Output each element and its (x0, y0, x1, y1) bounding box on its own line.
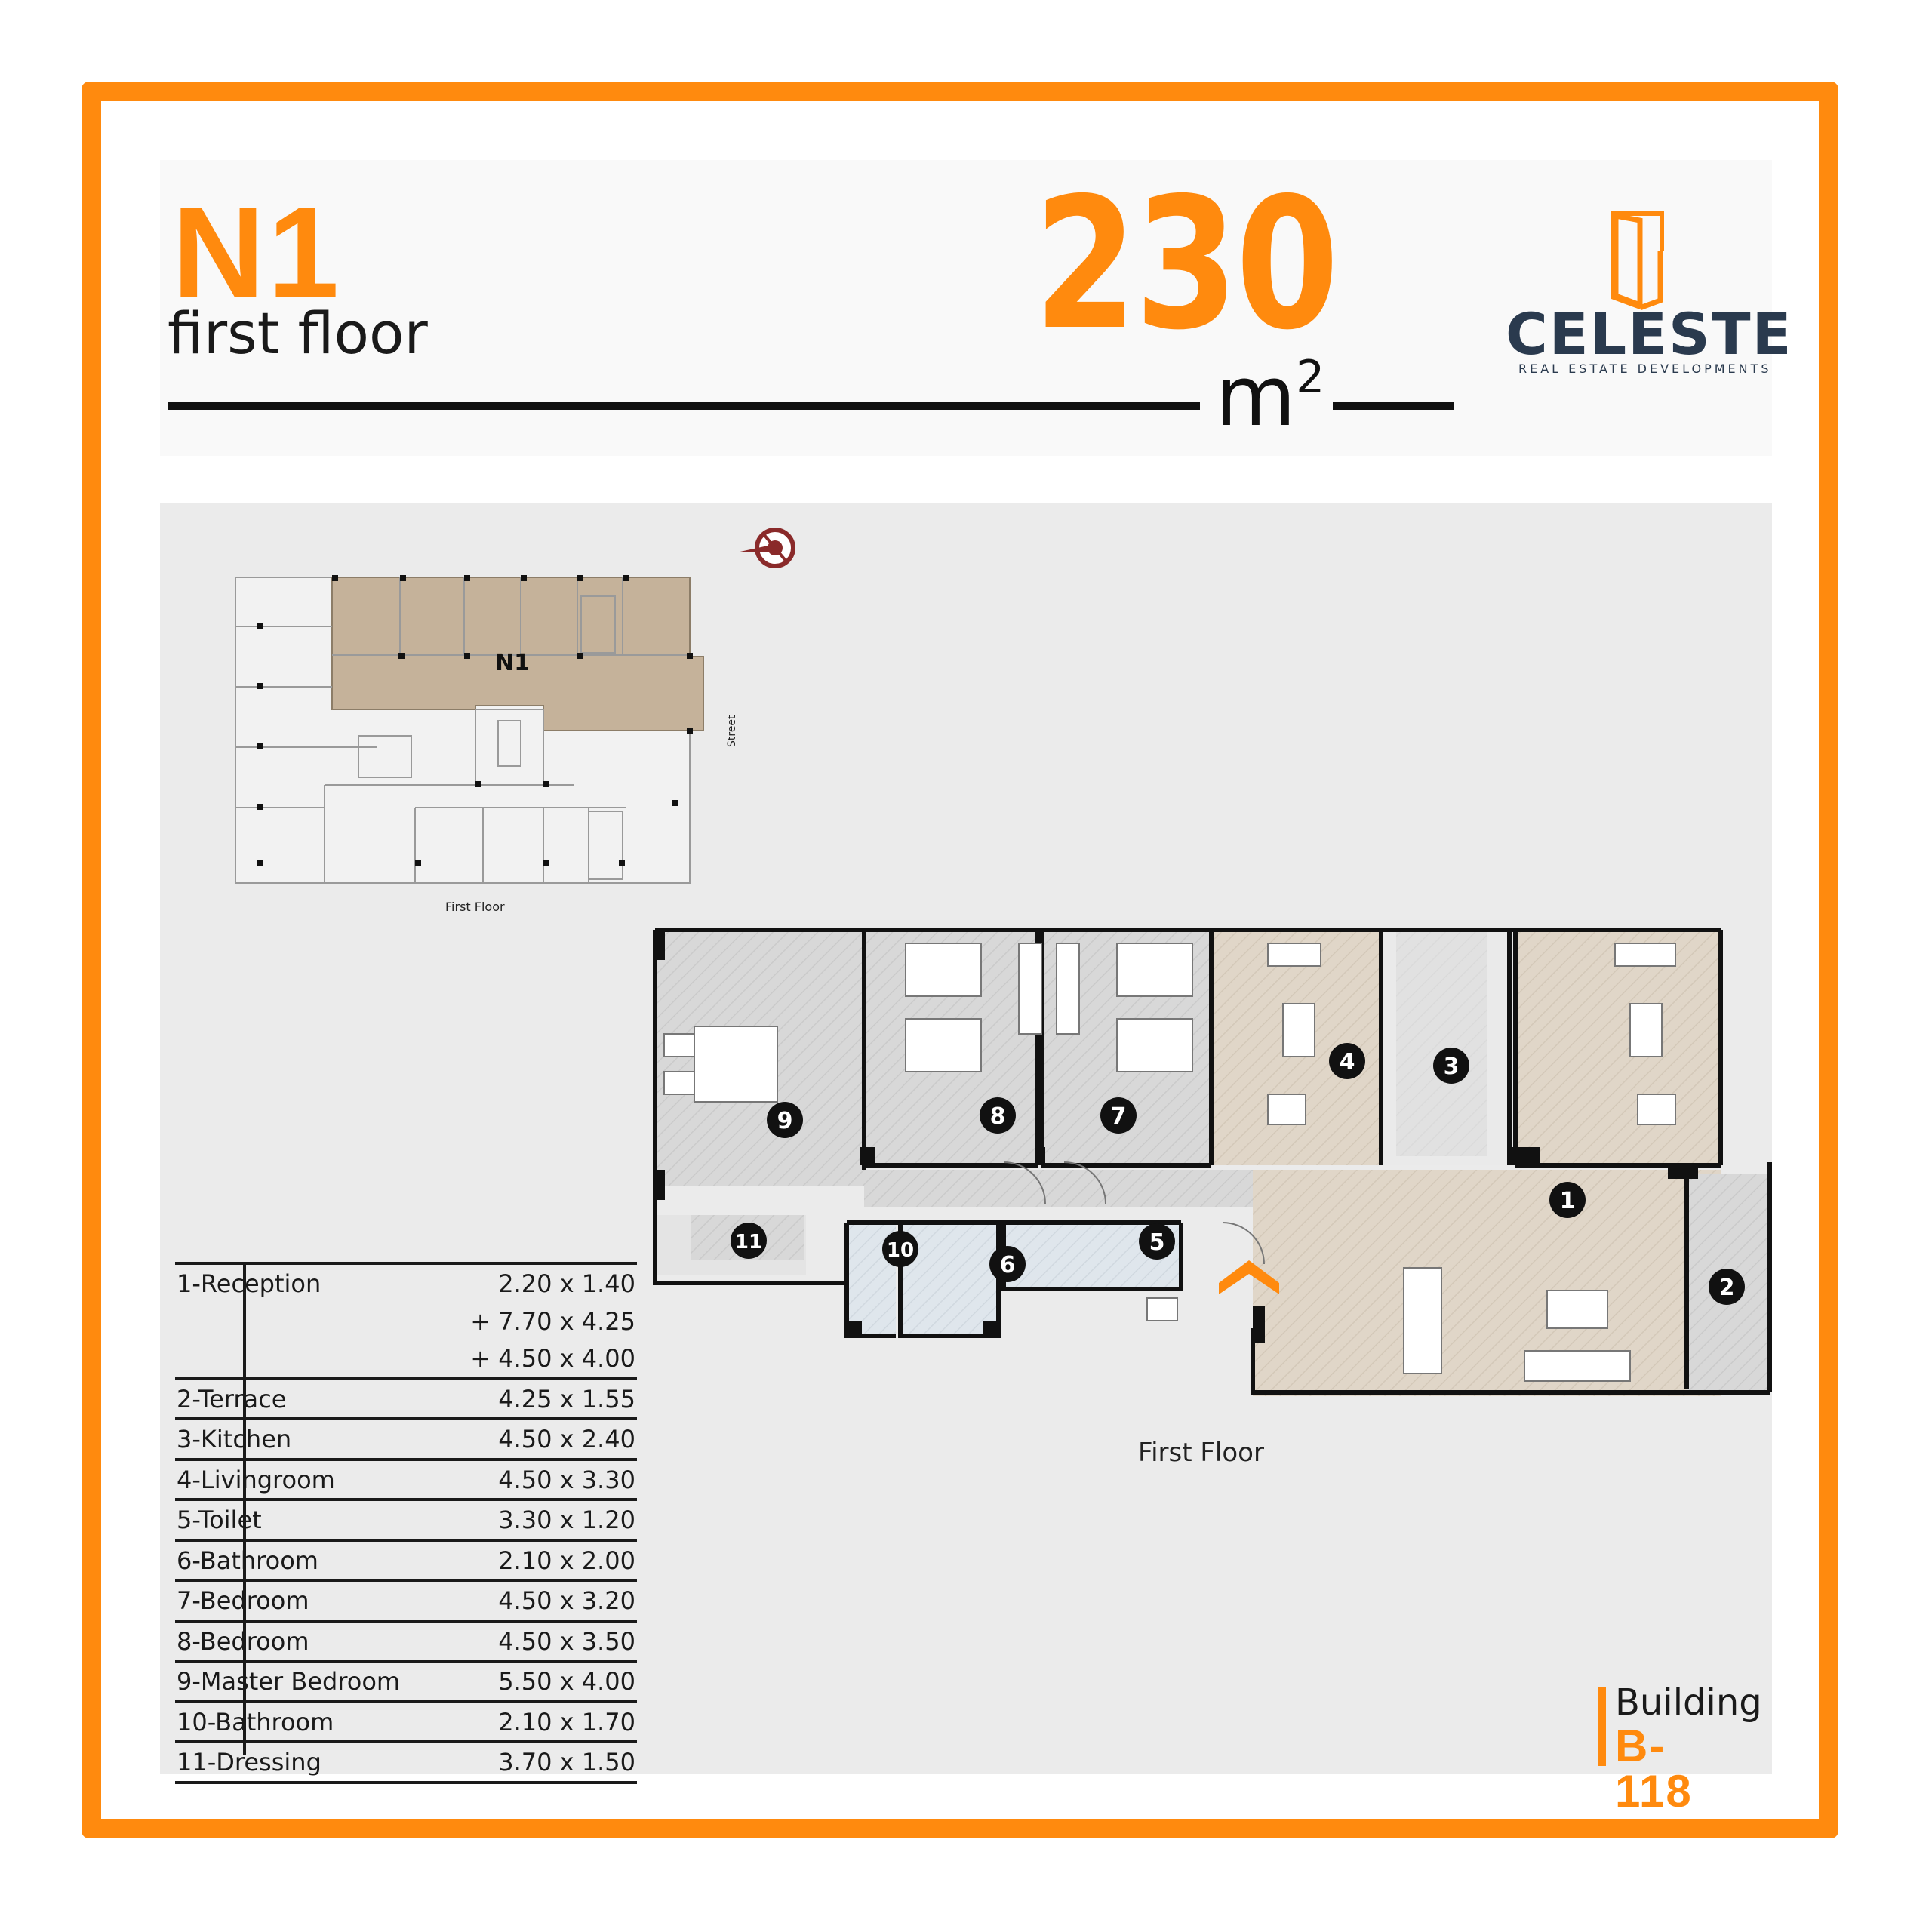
header-rule-left (168, 402, 1200, 410)
key-plan: N1 (235, 575, 704, 884)
celeste-logo-icon (1611, 211, 1664, 311)
room-marker-7: 7 (1111, 1103, 1127, 1130)
room-marker-6: 6 (1000, 1252, 1016, 1278)
room-marker-10: 10 (887, 1239, 914, 1262)
area-unit: m2 (1215, 348, 1325, 445)
building-accent-bar (1598, 1687, 1606, 1766)
room-marker-4: 4 (1340, 1049, 1355, 1075)
room-marker-8: 8 (990, 1103, 1006, 1130)
entrance-chevron-icon (1219, 1260, 1279, 1294)
area-value: 230 (1034, 158, 1339, 370)
header-rule-right (1333, 402, 1454, 410)
table-row: 8-Bedroom4.50 x 3.50 (175, 1623, 637, 1663)
floor-plan-caption: First Floor (1138, 1438, 1264, 1468)
table-divider (243, 1262, 246, 1755)
room-marker-5: 5 (1149, 1229, 1165, 1256)
room-marker-3: 3 (1444, 1054, 1460, 1080)
building-code: B-118 (1615, 1721, 1693, 1817)
table-row: + 4.50 x 4.00 (175, 1340, 637, 1380)
room-marker-1: 1 (1560, 1188, 1576, 1214)
floor-plan: 1 2 3 4 5 6 7 8 9 10 11 (653, 928, 1772, 1396)
key-plan-caption: First Floor (445, 900, 505, 914)
street-label: Street (726, 715, 738, 747)
floor-label: first floor (168, 300, 428, 367)
table-row: 7-Bedroom4.50 x 3.20 (175, 1582, 637, 1623)
building-label: Building (1615, 1681, 1762, 1724)
compass-icon (737, 528, 795, 568)
room-marker-11: 11 (735, 1231, 762, 1254)
table-row: + 7.70 x 4.25 (470, 1306, 635, 1336)
unit-code: N1 (172, 181, 343, 325)
room-marker-2: 2 (1719, 1275, 1735, 1301)
key-plan-unit-tag: N1 (495, 650, 530, 676)
logo-subtitle: REAL ESTATE DEVELOPMENTS (1518, 361, 1772, 376)
logo-name: CELESTE (1506, 300, 1793, 368)
room-marker-9: 9 (777, 1108, 793, 1134)
